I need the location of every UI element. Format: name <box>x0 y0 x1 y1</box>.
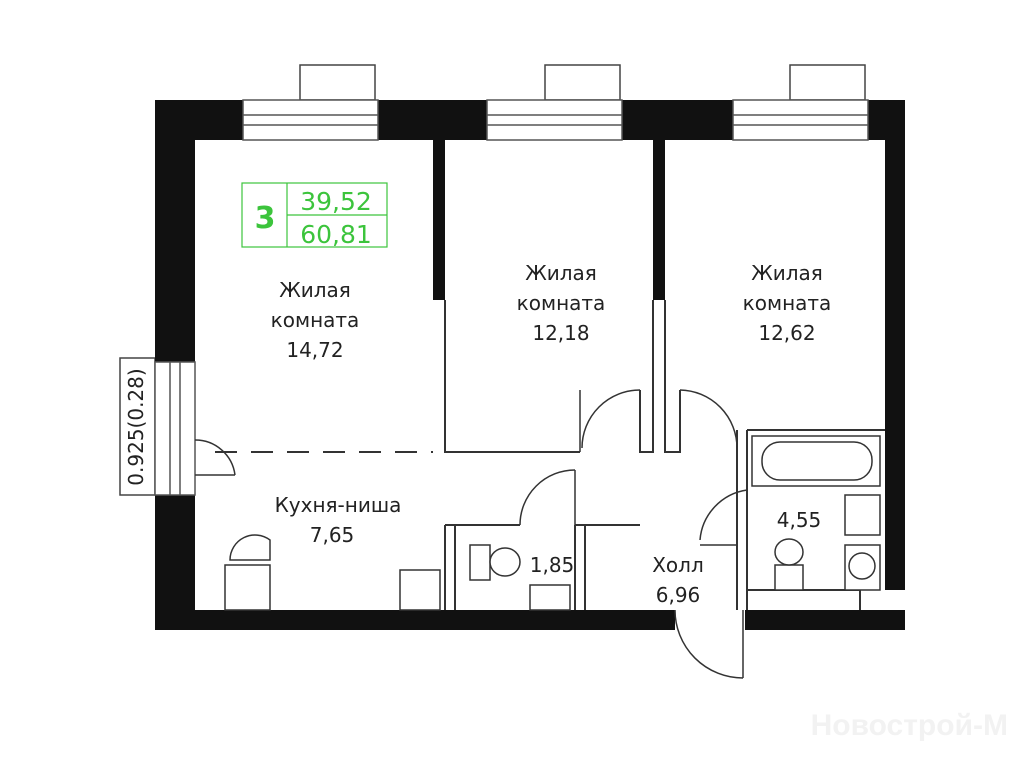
room-name: комната <box>743 291 832 315</box>
toilet-icon <box>489 547 521 577</box>
room-area: 14,72 <box>286 338 343 362</box>
sink-icon <box>844 494 881 536</box>
room-name: Холл <box>652 553 704 577</box>
room-area: 7,65 <box>310 523 355 547</box>
watermark: Новострой-М <box>811 709 1008 742</box>
room-name: комната <box>517 291 606 315</box>
sink-icon <box>399 569 441 611</box>
toilet-icon <box>774 564 804 591</box>
sink-icon <box>529 584 571 611</box>
room-name: Кухня-ниша <box>275 493 402 517</box>
room-area: 1,85 <box>530 553 575 577</box>
room-area: 12,62 <box>758 321 815 345</box>
room-count: 3 <box>255 201 276 236</box>
living-area: 39,52 <box>300 187 372 216</box>
doors <box>194 389 748 679</box>
room-area: 12,18 <box>532 321 589 345</box>
room-area: 6,96 <box>656 583 701 607</box>
apartment-badge <box>241 182 388 248</box>
fixtures <box>224 435 881 611</box>
window-label: 0.925(0.28) <box>124 368 148 485</box>
room-name: Жилая <box>279 278 351 302</box>
room-name: Жилая <box>751 261 823 285</box>
outer-walls <box>155 100 905 630</box>
room-area: 4,55 <box>777 508 822 532</box>
window-boxes <box>119 64 866 496</box>
stove-icon <box>224 564 271 611</box>
room-name: комната <box>271 308 360 332</box>
total-area: 60,81 <box>300 220 372 249</box>
windows <box>154 99 869 496</box>
room-name: Жилая <box>525 261 597 285</box>
interior-walls <box>215 300 885 610</box>
